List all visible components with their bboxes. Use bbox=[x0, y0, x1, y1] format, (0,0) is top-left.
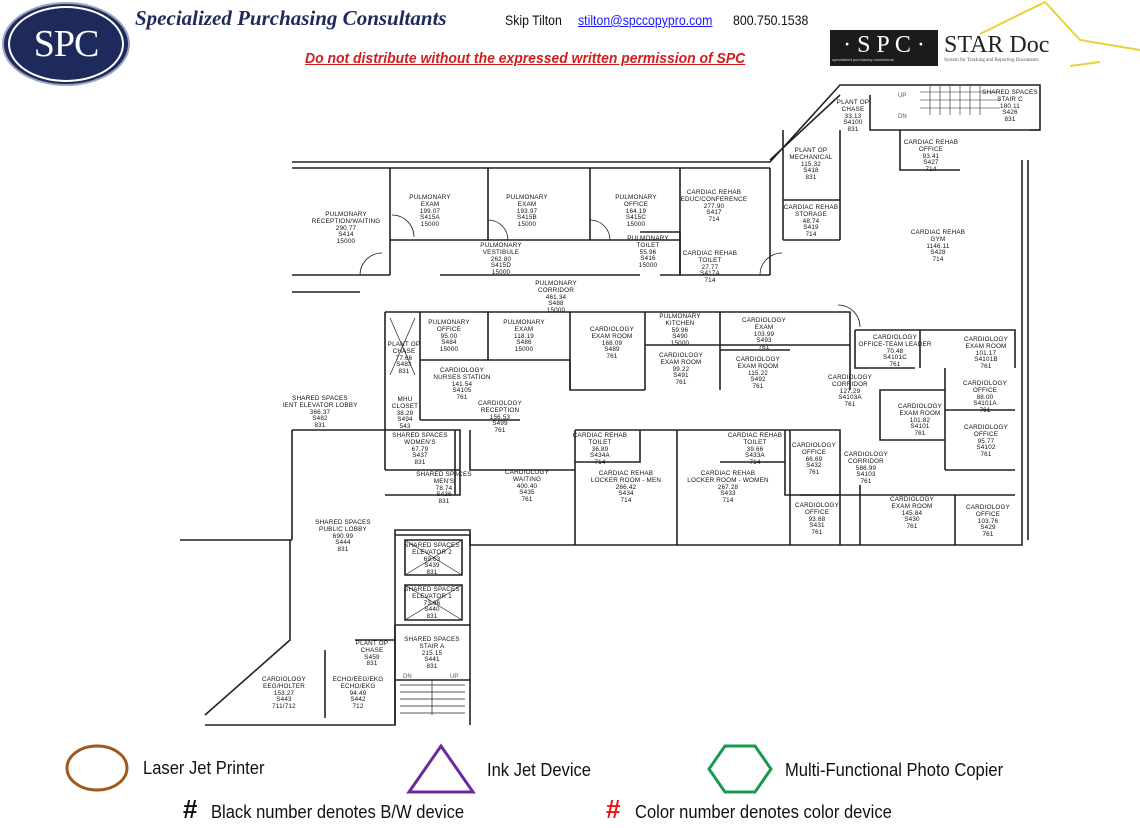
room-label: ECHO/EEG/EKG ECHO/EKG 94.49 S442 712 bbox=[332, 676, 384, 711]
room-label: CARDIOLOGY OFFICE 95.77 S4102 761 bbox=[964, 424, 1008, 459]
room-label: PULMONARY CORRIDOR 461.34 S488 15000 bbox=[535, 280, 577, 315]
star-outline-icon bbox=[979, 0, 1140, 67]
legend-laser-jet-label: Laser Jet Printer bbox=[143, 758, 265, 778]
room-label: CARDIOLOGY OFFICE 93.68 S431 761 bbox=[795, 502, 839, 537]
legend-ink-jet-label: Ink Jet Device bbox=[487, 760, 592, 780]
copier-hexagon-icon bbox=[707, 744, 773, 794]
stair-a-dn-label: DN bbox=[403, 674, 412, 680]
room-label: PULMONARY VESTIBULE 262.80 S415D 15000 bbox=[480, 242, 522, 277]
room-label: CARDIOLOGY NURSES STATION 141.54 S4105 7… bbox=[433, 367, 491, 402]
room-label: CARDIOLOGY EXAM ROOM 115.22 S492 761 bbox=[736, 356, 780, 391]
star-doc-tagline: System for Tracking and Reporting Docume… bbox=[944, 58, 1039, 63]
room-label: CARDIOLOGY CORRIDOR 127.29 S4103A 761 bbox=[828, 374, 872, 409]
room-label: PULMONARY OFFICE 164.19 S415C 15000 bbox=[615, 194, 657, 229]
room-label: CARDIAC REHAB STORAGE 48.74 S419 714 bbox=[783, 204, 839, 239]
spc-logo: SPC bbox=[2, 2, 130, 86]
ink-jet-triangle-icon bbox=[406, 743, 476, 794]
room-label: SHARED SPACES STAIR C 180.11 S426 831 bbox=[982, 89, 1038, 124]
star-doc-spc-text: · S P C · bbox=[830, 30, 938, 66]
star-doc-sub: specialized purchasing consultants bbox=[832, 57, 894, 62]
laser-jet-circle-icon bbox=[65, 744, 129, 792]
room-label: CARDIOLOGY EXAM ROOM 101.82 S4101 761 bbox=[898, 403, 942, 438]
room-label: PULMONARY OFFICE 95.00 S484 15000 bbox=[428, 319, 470, 354]
room-label: CARDIOLOGY EEG/HOLTER 153.27 S443 711/71… bbox=[262, 676, 306, 711]
room-label: PULMONARY TOILET 55.96 S416 15000 bbox=[627, 235, 669, 270]
room-label: SHARED SPACES MEN'S 78.74 S436 831 bbox=[416, 471, 472, 506]
room-label: CARDIOLOGY EXAM ROOM 101.17 S4101B 761 bbox=[964, 336, 1008, 371]
company-name: Specialized Purchasing Consultants bbox=[135, 6, 447, 30]
room-label: CARDIAC REHAB TOILET 36.89 S434A 714 bbox=[572, 432, 628, 467]
room-label: SHARED SPACES STAIR A 215.15 S441 831 bbox=[404, 636, 460, 671]
spc-logo-text: SPC bbox=[8, 6, 124, 82]
room-label: CARDIAC REHAB OFFICE 93.41 S427 714 bbox=[903, 139, 959, 174]
room-label: CARDIOLOGY OFFICE-TEAM LEADER 70.48 S410… bbox=[858, 334, 932, 369]
color-note: Color number denotes color device bbox=[635, 802, 892, 822]
bw-note: Black number denotes B/W device bbox=[211, 802, 465, 822]
room-label: PULMONARY RECEPTION/WAITING 290.77 S414 … bbox=[311, 211, 381, 246]
legend-copier-label: Multi-Functional Photo Copier bbox=[785, 760, 1004, 780]
room-label: SHARED SPACES WOMEN'S 67.79 S437 831 bbox=[392, 432, 448, 467]
room-label: PULMONARY EXAM 193.97 S415B 15000 bbox=[506, 194, 548, 229]
contact-name: Skip Tilton bbox=[505, 12, 562, 28]
room-label: SHARED SPACES ELEVATOR 2 69.63 S439 831 bbox=[404, 542, 460, 577]
room-label: PLANT OP MECHANICAL 115.32 S418 831 bbox=[789, 147, 833, 182]
room-label: PULMONARY EXAM 118.19 S486 15000 bbox=[503, 319, 545, 354]
room-label: PLANT OP CHASE 77.66 S483 831 bbox=[387, 341, 421, 376]
room-label: CARDIOLOGY CORRIDOR 586.99 S4103 761 bbox=[844, 451, 888, 486]
distribution-warning: Do not distribute without the expressed … bbox=[305, 50, 746, 67]
room-label: PULMONARY KITCHEN 59.96 S490 15000 bbox=[659, 313, 701, 348]
room-label: CARDIOLOGY WAITING 400.40 S435 761 bbox=[505, 469, 549, 504]
room-label: CARDIAC REHAB LOCKER ROOM - MEN 266.42 S… bbox=[590, 470, 662, 505]
stair-a-up-label: UP bbox=[450, 674, 458, 680]
room-label: CARDIAC REHAB TOILET 39.66 S433A 714 bbox=[727, 432, 783, 467]
contact-phone: 800.750.1538 bbox=[733, 12, 809, 28]
room-label: SHARED SPACES IENT ELEVATOR LOBBY 366.37… bbox=[282, 395, 358, 430]
bw-hash-symbol: # bbox=[183, 794, 198, 824]
contact-email-link[interactable]: stilton@spccopypro.com bbox=[578, 12, 713, 28]
room-label: PULMONARY EXAM 199.07 S415A 15000 bbox=[409, 194, 451, 229]
star-doc-logo: · S P C · specialized purchasing consult… bbox=[830, 0, 1140, 70]
floor-plan-drawing: UP DN DN UP bbox=[180, 84, 1041, 726]
room-label: SHARED SPACES PUBLIC LOBBY 690.99 S444 8… bbox=[315, 519, 371, 554]
room-label: CARDIAC REHAB LOCKER ROOM - WOMEN 267.28… bbox=[687, 470, 769, 505]
room-label: CARDIAC REHAB GYM 1146.11 S428 714 bbox=[910, 229, 966, 264]
room-label: MHU CLOSET 38.29 S494 543 bbox=[391, 396, 419, 431]
stair-c-dn-label: DN bbox=[898, 114, 907, 120]
star-doc-name: STAR Doc bbox=[944, 32, 1050, 58]
stair-c-up-label: UP bbox=[898, 93, 906, 99]
room-label: CARDIOLOGY OFFICE 103.76 S429 761 bbox=[966, 504, 1010, 539]
room-label: CARDIOLOGY OFFICE 88.00 S4101A 761 bbox=[963, 380, 1007, 415]
room-label: CARDIOLOGY EXAM ROOM 99.22 S491 761 bbox=[659, 352, 703, 387]
room-label: CARDIAC REHAB TOILET 27.77 S417A 714 bbox=[682, 250, 738, 285]
room-label: CARDIOLOGY EXAM 103.99 S493 761 bbox=[742, 317, 786, 352]
room-label: CARDIAC REHAB EDUC/CONFERENCE 277.90 S41… bbox=[680, 189, 748, 224]
room-label: CARDIOLOGY EXAM ROOM 168.09 S489 761 bbox=[590, 326, 634, 361]
room-label: CARDIOLOGY RECEPTION 156.53 S499 761 bbox=[478, 400, 522, 435]
room-label: CARDIOLOGY OFFICE 66.69 S432 761 bbox=[792, 442, 836, 477]
room-label: SHARED SPACES ELEVATOR 1 73.66 S440 831 bbox=[404, 586, 460, 621]
color-hash-symbol: # bbox=[606, 794, 621, 824]
room-label: PLANT OP CHASE 33.13 S4100 831 bbox=[836, 99, 870, 134]
room-label: PLANT OP CHASE S459 831 bbox=[355, 640, 389, 668]
room-label: CARDIOLOGY EXAM ROOM 145.84 S430 761 bbox=[890, 496, 934, 531]
